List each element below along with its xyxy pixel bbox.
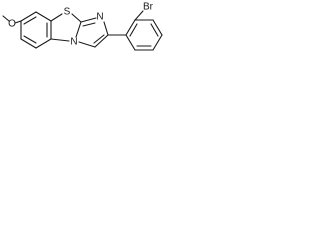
bond-o-ring <box>14 20 22 24</box>
bond-benzene-4 <box>35 38 52 49</box>
bond-benzene-1 <box>20 11 37 22</box>
bond-thiazole-s-c <box>71 13 82 23</box>
bond-imidazole-c-n <box>80 17 97 23</box>
bond-phenyl-6 <box>125 34 136 51</box>
atom-label-bromine: Br <box>143 2 154 13</box>
bond-thiazole-c-n <box>75 21 82 38</box>
bond-phenyl-1 <box>125 19 136 36</box>
bond-imidazole-c-n-inner <box>82 22 96 27</box>
bond-imidazole-c-c-inner <box>93 34 105 44</box>
bond-benzene-5-inner <box>23 35 37 44</box>
molecule-canvas: O S N N Br <box>0 0 176 71</box>
bond-benzene-5 <box>20 38 37 49</box>
bond-imidazole-n-c <box>103 21 109 36</box>
bond-imidazole-c-c <box>94 34 109 48</box>
bond-methyl-o <box>2 15 10 22</box>
atom-label-oxygen: O <box>8 19 16 30</box>
bond-phenyl-br <box>134 10 144 21</box>
bond-phenyl-3 <box>152 19 163 36</box>
bond-phenyl-1-inner <box>129 23 138 37</box>
atom-label-sulfur: S <box>64 7 71 18</box>
bond-imidazole-c-n-bridge <box>78 41 96 48</box>
bond-thiazole-n-c <box>50 38 70 42</box>
atom-label-nitrogen-top: N <box>96 12 103 23</box>
bond-phenyl-4 <box>152 34 163 51</box>
chemical-structure: O S N N Br <box>2 2 163 51</box>
bond-benzene-2 <box>35 11 52 22</box>
atom-label-nitrogen-bridge: N <box>70 37 77 48</box>
bond-phenyl-3-inner <box>150 23 159 37</box>
bond-thiazole-c-s <box>50 13 63 22</box>
bond-benzene-1-inner <box>23 16 37 25</box>
